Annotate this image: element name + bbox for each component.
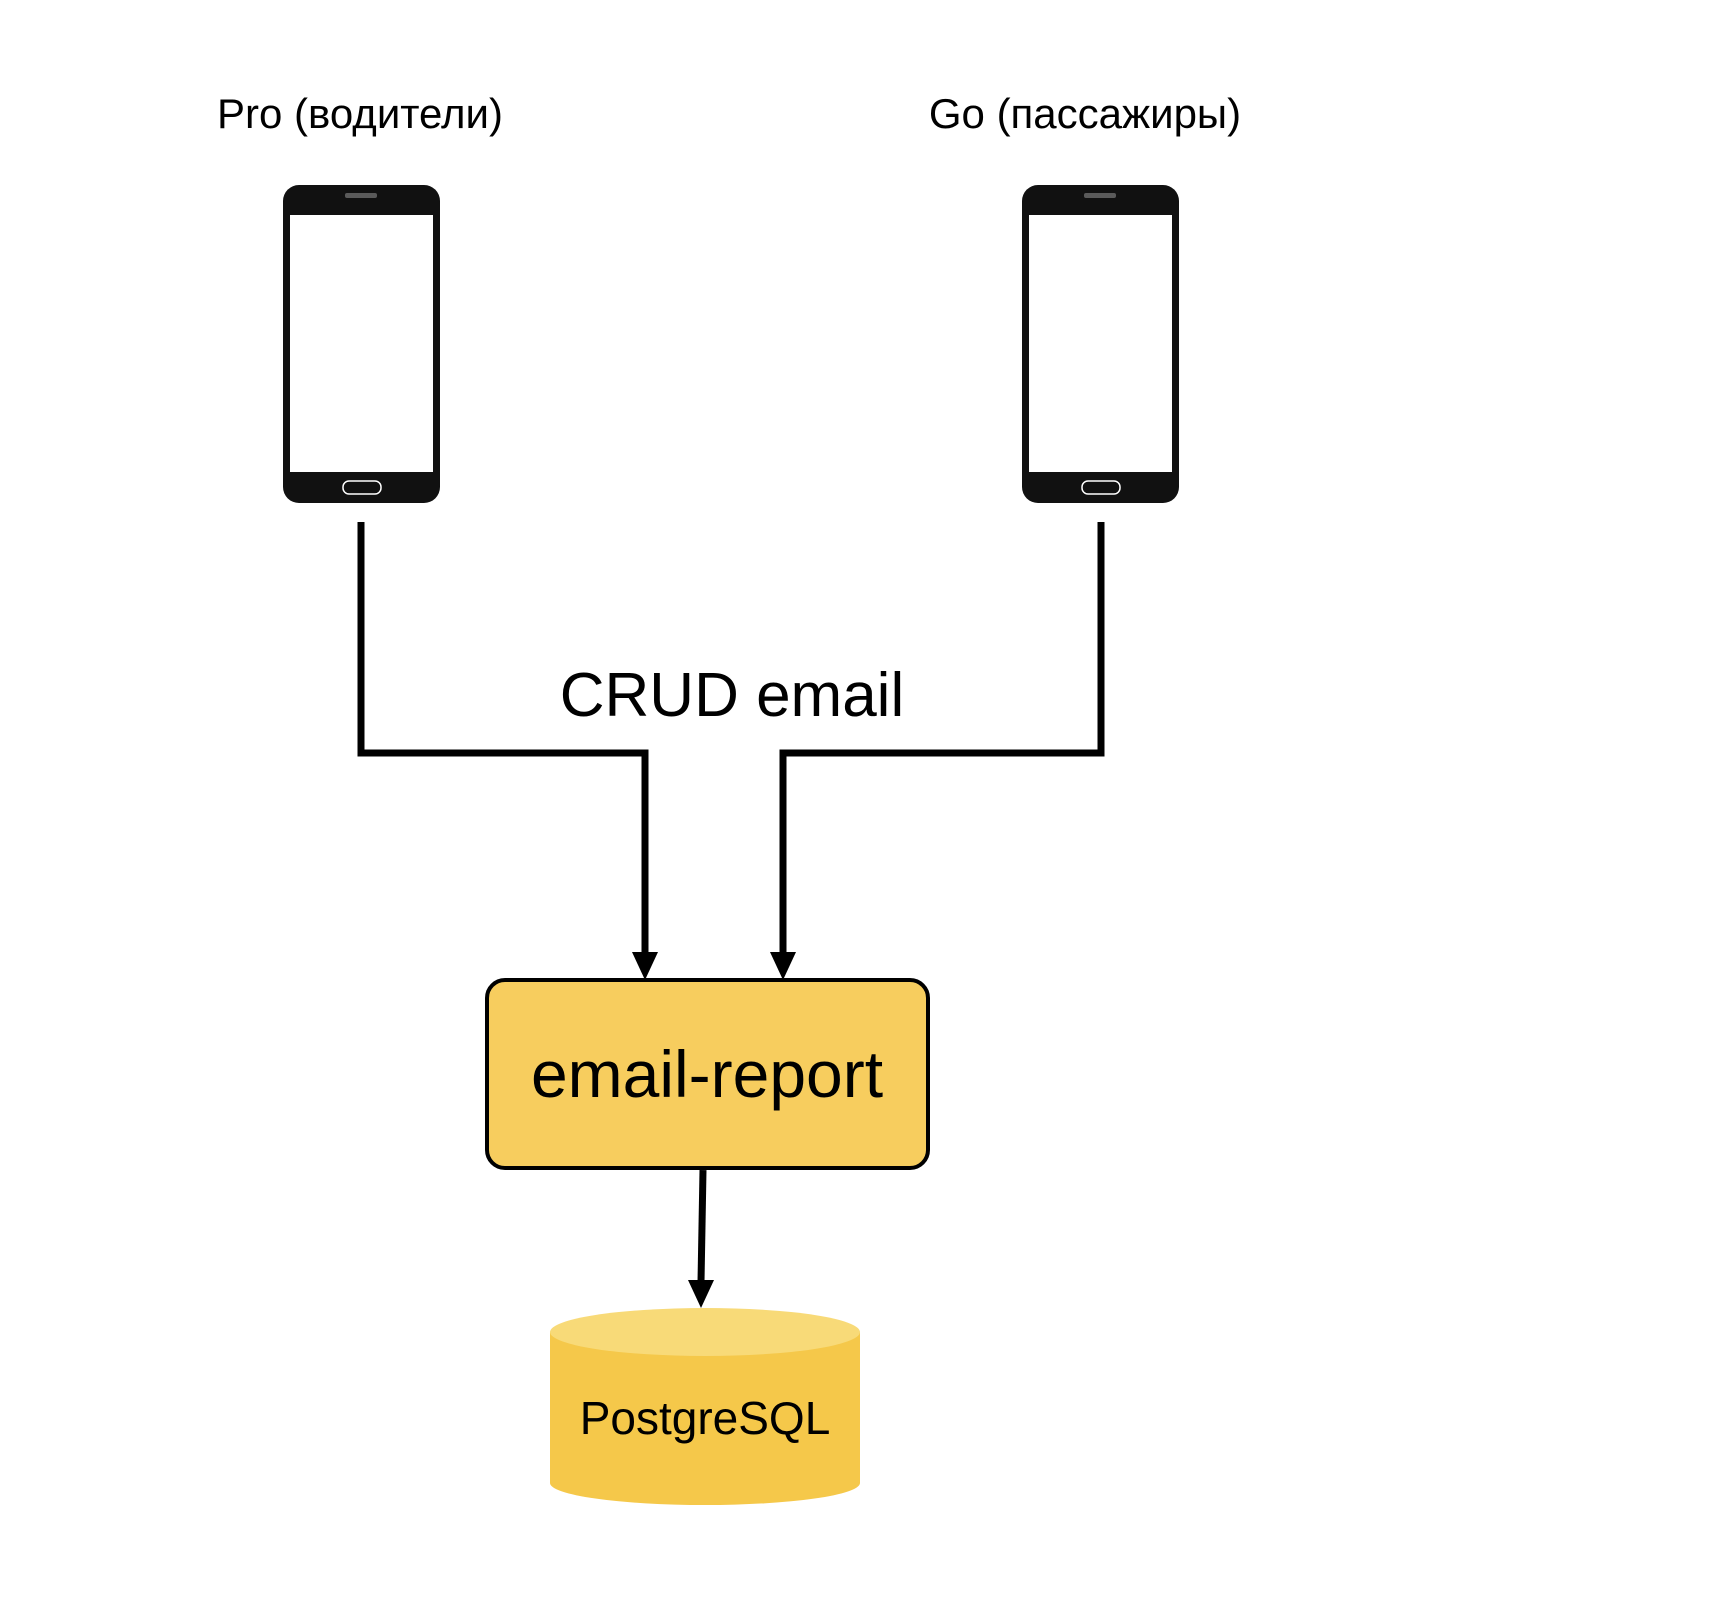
pro-client-label: Pro (водители): [217, 90, 503, 137]
pro-smartphone-icon: [283, 185, 440, 503]
email-report-label: email-report: [531, 1037, 883, 1111]
pro-arrowhead: [632, 952, 658, 980]
go-smartphone-icon: [1022, 185, 1179, 503]
go-arrowhead: [770, 952, 796, 980]
crud-email-label: CRUD email: [560, 661, 904, 730]
pro-connector-line: [357, 522, 649, 955]
email-report-service: email-report: [485, 978, 930, 1170]
go-client-label: Go (пассажиры): [929, 90, 1241, 137]
go-connector-line: [779, 522, 1105, 955]
db-connector-line: [697, 1169, 707, 1283]
database-cylinder-icon: PostgreSQL: [550, 1308, 860, 1505]
postgresql-label: PostgreSQL: [580, 1392, 831, 1444]
db-arrowhead: [688, 1280, 714, 1308]
